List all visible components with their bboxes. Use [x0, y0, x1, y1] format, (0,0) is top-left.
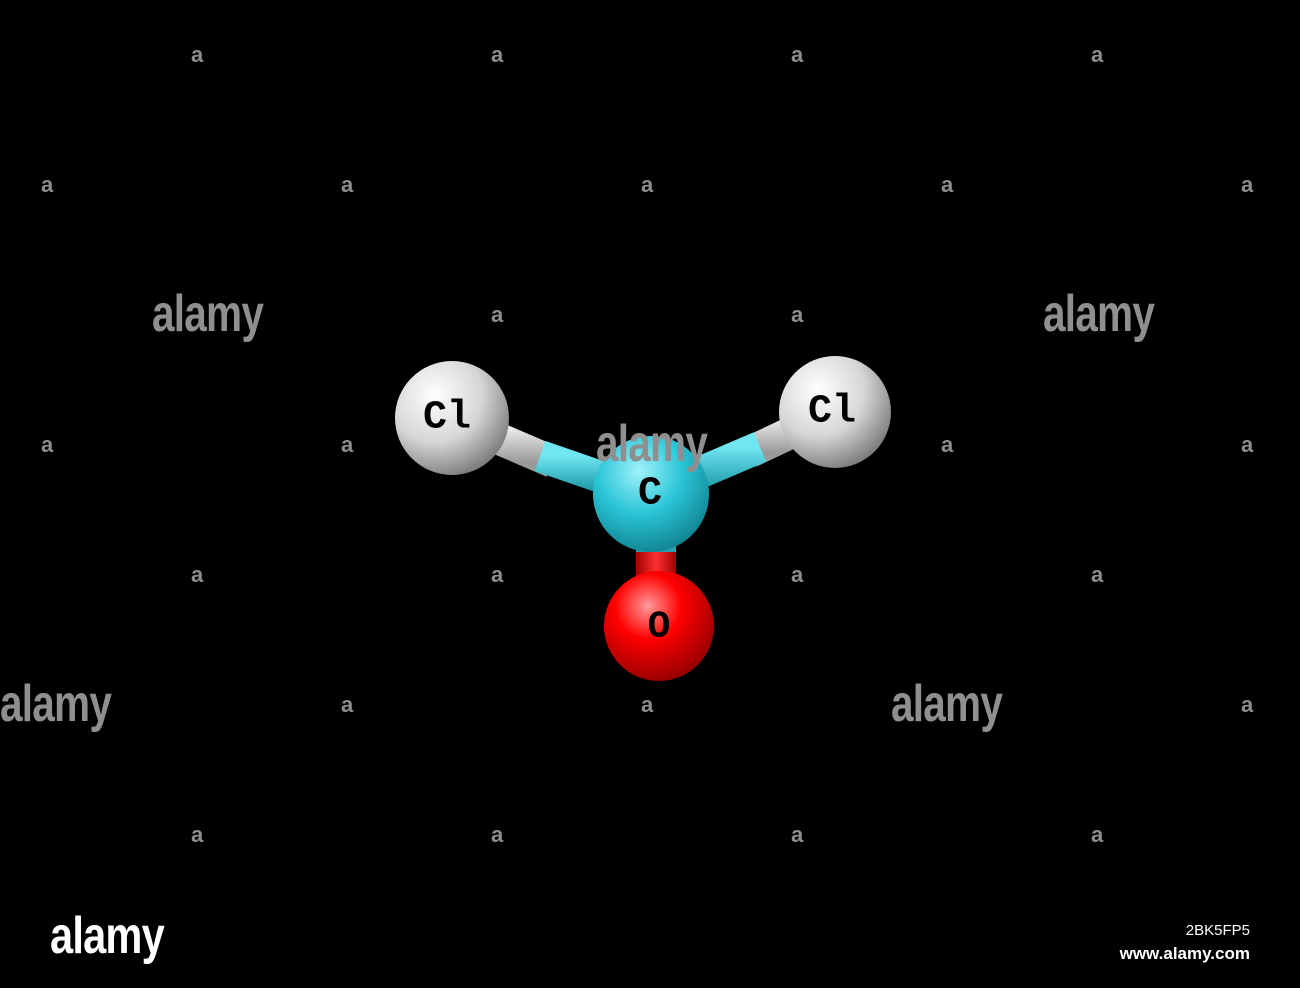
atom-chlorine-right: Cl — [779, 356, 891, 468]
watermark-mark: a — [491, 562, 504, 587]
watermark-mark: a — [491, 302, 504, 327]
watermark-word: alamy — [0, 675, 112, 733]
watermark-word: alamy — [596, 415, 708, 473]
watermark-word: alamy — [891, 675, 1003, 733]
watermark-mark: a — [1091, 42, 1104, 67]
watermark-mark: a — [341, 432, 354, 457]
atom-chlorine-left: Cl — [395, 361, 509, 475]
watermark-mark: a — [491, 822, 504, 847]
watermark-word: alamy — [1043, 285, 1155, 343]
watermark-mark: a — [1091, 822, 1104, 847]
atom-label-oxygen: O — [648, 606, 671, 649]
atom-label-chlorine-right: Cl — [808, 390, 856, 435]
watermark-word: alamy — [152, 285, 264, 343]
watermark-mark: a — [491, 42, 504, 67]
watermark-mark: a — [1241, 172, 1254, 197]
alamy-logo: alamy — [50, 907, 165, 965]
watermark-mark: a — [191, 822, 204, 847]
atom-label-carbon: C — [638, 472, 662, 517]
watermark-mark: a — [1241, 692, 1254, 717]
watermark-mark: a — [791, 562, 804, 587]
watermark-mark: a — [941, 432, 954, 457]
watermark-mark: a — [641, 172, 654, 197]
watermark-mark: a — [191, 42, 204, 67]
watermark-mark: a — [791, 822, 804, 847]
watermark-mark: a — [941, 172, 954, 197]
site-url: www.alamy.com — [1119, 944, 1250, 963]
watermark-mark: a — [641, 692, 654, 717]
watermark-mark: a — [341, 692, 354, 717]
watermark-mark: a — [1091, 562, 1104, 587]
image-id: 2BK5FP5 — [1185, 922, 1250, 939]
watermark-mark: a — [1241, 432, 1254, 457]
watermark-mark: a — [191, 562, 204, 587]
atom-oxygen: O — [604, 571, 714, 681]
watermark-mark: a — [791, 42, 804, 67]
atom-label-chlorine-left: Cl — [423, 396, 471, 441]
watermark-mark: a — [341, 172, 354, 197]
watermark-mark: a — [41, 432, 54, 457]
watermark-mark: a — [41, 172, 54, 197]
atom-carbon: C — [593, 436, 709, 552]
watermark-mark: a — [791, 302, 804, 327]
